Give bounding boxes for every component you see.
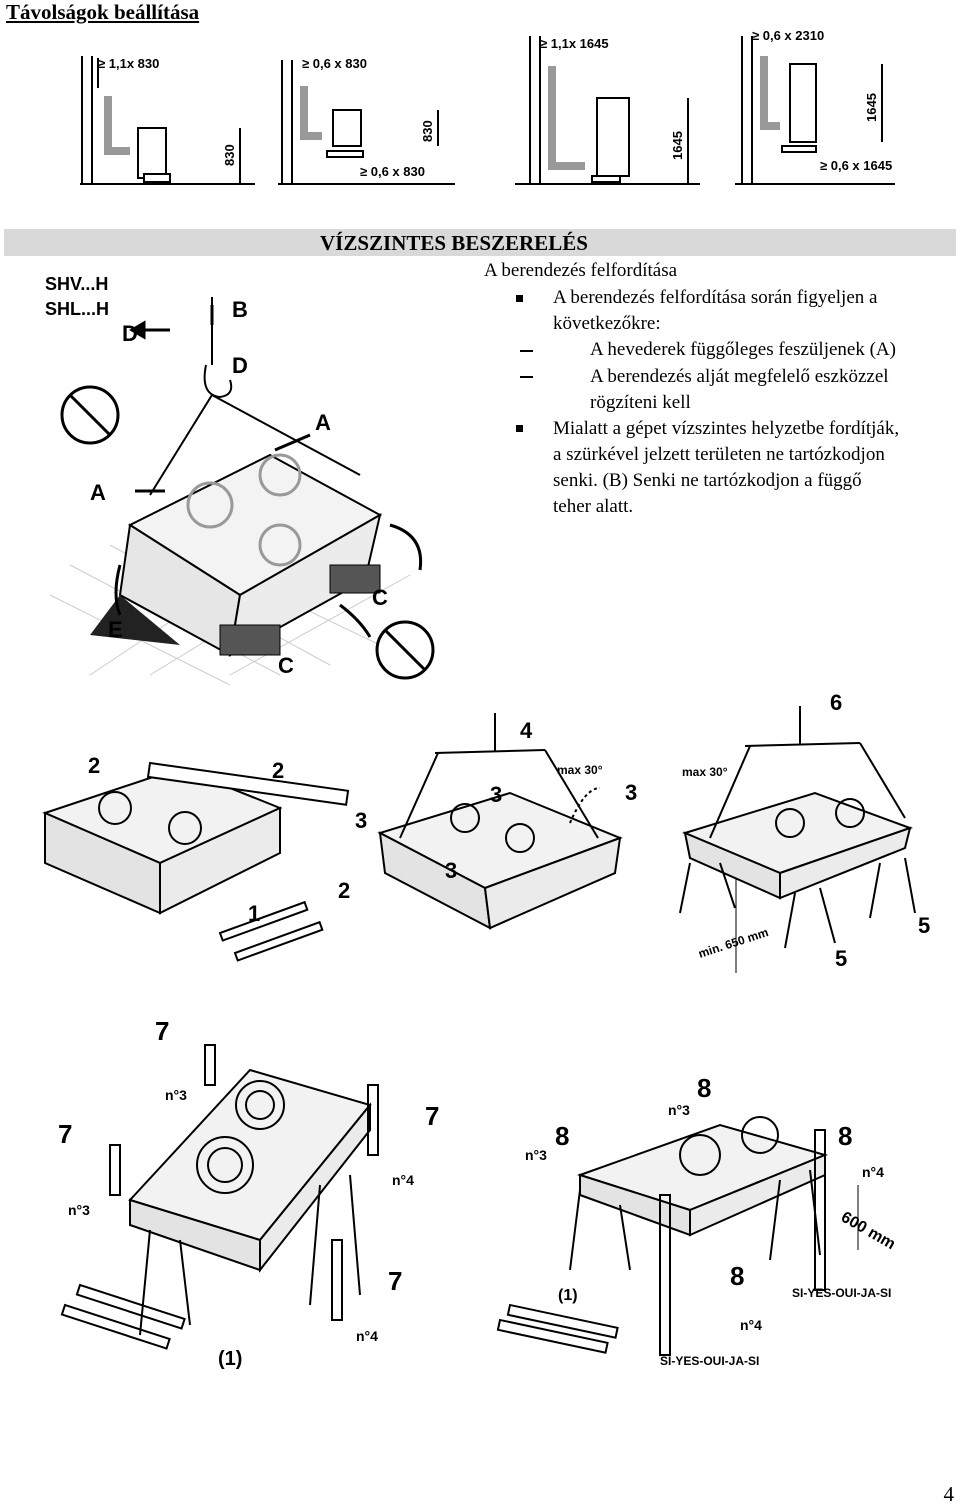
mount-label-7b: 7 [58,1119,72,1149]
label-e: E [108,617,123,642]
mount-label-7a: 7 [155,1016,169,1046]
screw-label: n°3 [668,1102,690,1118]
tag-label-right: SI-YES-OUI-JA-SI [792,1286,891,1300]
step-label-3b: 3 [490,782,502,807]
remove-label-right: (1) [558,1287,578,1304]
step-label-2b: 2 [272,758,284,783]
max-angle-label: max 30° [682,765,728,779]
label-c-right: C [372,585,388,610]
mount-label-8d: 8 [730,1261,744,1291]
screw-label: n°3 [525,1147,547,1163]
clearance-bottom-label-2: ≥ 0,6 x 830 [360,164,425,179]
page-number: 4 [943,1482,955,1506]
step-label-6: 6 [830,690,842,715]
label-d-bottom: D [232,353,248,378]
screw-label: n°4 [862,1164,884,1180]
section-title: VÍZSZINTES BESZERELÉS [320,231,588,255]
model-label-2: SHL...H [45,299,109,319]
tag-label-left: SI-YES-OUI-JA-SI [660,1354,759,1368]
bullet-1-line-2: következőkre: [553,313,661,334]
clearance-top-label-4: ≥ 0,6 x 2310 [752,28,824,43]
screw-label: n°4 [740,1317,762,1333]
rotation-illustration: SHV...H SHL...H A A B C C D D E [45,274,435,685]
bullet-marker [516,295,523,302]
step-label-2c: 2 [338,878,350,903]
mount-label-7c: 7 [425,1101,439,1131]
clearance-bottom-label-4: ≥ 0,6 x 1645 [820,158,892,173]
mount-label-8c: 8 [838,1121,852,1151]
clearance-top-label-1: ≥ 1,1x 830 [98,56,159,71]
section-header-bar [4,229,956,256]
dash-item-2-line-1: A berendezés alját megfelelő eszközzel [590,366,889,387]
clearance-top-label-3: ≥ 1,1x 1645 [540,36,609,51]
clearance-side-label-4: 1645 [864,93,879,122]
height-600-label: 600 mm [838,1209,898,1254]
dash-item-2-line-2: rögzíteni kell [590,392,691,413]
page-title: Távolságok beállítása [6,0,200,24]
bullet-2-line-4: teher alatt. [553,496,634,517]
subheading: A berendezés felfordítása [484,260,678,281]
step-label-2a: 2 [88,753,100,778]
clearance-figures: ≥ 1,1x 830 830 ≥ 0,6 x 830 830 ≥ 0,6 x 8… [80,28,895,185]
dash-marker [520,376,533,378]
model-label-1: SHV...H [45,274,108,294]
mounting-figures: 7 7 7 7 8 8 8 8 n°3 n°3 n°4 n°4 n°3 n°3 … [58,1016,898,1370]
clearance-side-label-1: 830 [222,144,237,166]
screw-label: n°3 [165,1087,187,1103]
screw-label: n°3 [68,1202,90,1218]
clearance-figure-1 [80,56,255,185]
min-height-label: min. 650 mm [697,925,770,961]
step-label-3d: 3 [445,858,457,883]
label-d-left: D [122,321,138,346]
mount-label-8b: 8 [555,1121,569,1151]
clearance-figure-4 [735,36,895,185]
step-label-5b: 5 [918,913,930,938]
label-c-bottom: C [278,653,294,678]
remove-label-left: (1) [218,1348,242,1370]
mount-label-7d: 7 [388,1266,402,1296]
dash-item-1: A hevederek függőleges feszüljenek (A) [590,339,896,360]
clearance-side-label-2: 830 [420,120,435,142]
bullet-2-line-2: a szürkével jelzett területen ne tartózk… [553,444,885,465]
clearance-side-label-3: 1645 [670,131,685,160]
dash-marker [520,350,533,352]
screw-label: n°4 [356,1328,378,1344]
step-label-1: 1 [248,901,260,926]
bullet-marker [516,425,523,432]
step-label-3c: 3 [625,780,637,805]
mount-label-8a: 8 [697,1073,711,1103]
clearance-top-label-2: ≥ 0,6 x 830 [302,56,367,71]
bullet-2-line-3: senki. (B) Senki ne tartózkodjon a függő [553,470,862,491]
max-angle-label: max 30° [557,763,603,777]
step-label-5a: 5 [835,946,847,971]
label-a-right: A [315,410,331,435]
step-label-3a: 3 [355,808,367,833]
clearance-figure-3 [515,36,700,185]
step-label-4: 4 [520,718,533,743]
screw-label: n°4 [392,1172,414,1188]
label-a-left: A [90,480,106,505]
label-b: B [232,297,248,322]
bullet-2-line-1: Mialatt a gépet vízszintes helyzetbe for… [553,418,900,439]
installation-steps-figures: 1 2 2 2 3 3 3 3 4 5 5 6 max 30° max 30° … [42,690,930,973]
clearance-figure-2 [278,60,455,185]
bullet-1-line-1: A berendezés felfordítása során figyelje… [553,287,878,308]
